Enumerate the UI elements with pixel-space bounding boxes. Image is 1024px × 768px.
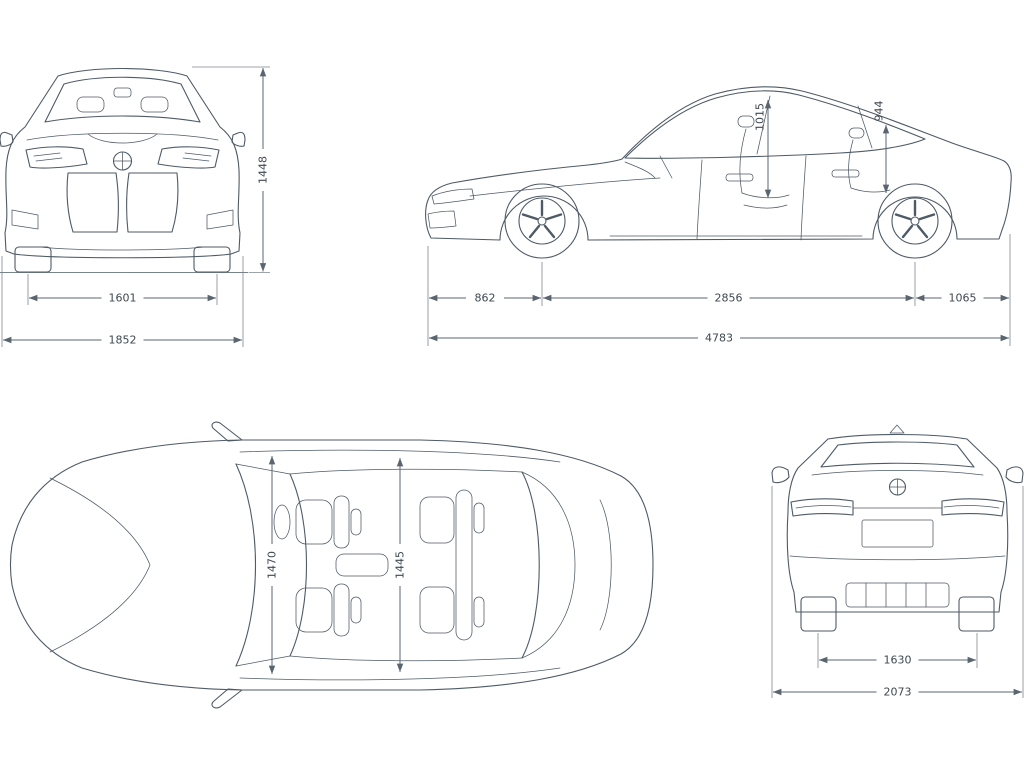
driver-seat (295, 495, 362, 549)
dashboard-line (624, 161, 656, 179)
rear-bench-seat (419, 489, 485, 641)
left-headlight-icon (25, 146, 88, 169)
rear-view: 1630 2073 (771, 424, 1024, 700)
antenna-fin-icon (889, 424, 905, 434)
rear-rim-spokes (894, 199, 936, 239)
steering-wheel-icon (273, 504, 291, 540)
front-view: 1448 1601 1852 (0, 66, 271, 348)
dim-rear-track: 1630 (817, 633, 978, 668)
dim-overall-length: 4783 (428, 330, 1010, 346)
rear-brand-roundel-icon (888, 478, 907, 496)
passenger-seat (295, 583, 362, 637)
front-right-headrest (140, 96, 169, 113)
dim-label-rear-overhang: 1065 (949, 292, 977, 305)
front-windshield (44, 76, 201, 123)
rear-window-outer-arc (521, 471, 576, 659)
dim-label-wheelbase: 2856 (715, 292, 743, 305)
front-body-outline (4, 67, 241, 259)
lower-bumper-line (39, 246, 206, 251)
rear-body-outline (786, 433, 1009, 613)
rear-wheel-right (958, 596, 995, 632)
side-character-line (469, 177, 661, 197)
right-headlight-detail (182, 152, 212, 162)
bumper-intake-left (11, 209, 39, 230)
dim-label-track-width: 1601 (109, 292, 137, 305)
rear-mirror-left-icon (771, 466, 790, 484)
dim-label-overall-length: 4783 (705, 332, 733, 345)
dim-overall-width: 1852 (1, 256, 244, 348)
dim-front-overhang: 862 (428, 290, 542, 306)
rearview-mirror (113, 87, 132, 98)
side-mirror-left-icon (0, 131, 14, 147)
side-mirror-right-icon (231, 131, 246, 147)
dim-wheelbase: 2856 (542, 290, 915, 306)
a-pillar-lines (235, 463, 291, 667)
front-door-handle (725, 173, 754, 182)
side-headlight-icon (431, 188, 475, 205)
top-mirror-lower-icon (211, 688, 243, 709)
rear-wheel-left (800, 596, 837, 632)
bumper-intake-right (206, 209, 234, 230)
trunk-arc (599, 499, 612, 631)
front-rim-spokes (521, 199, 563, 239)
roof-rear-arc (521, 471, 540, 659)
top-body-outline (9, 439, 654, 691)
side-body-outline (425, 86, 1012, 241)
rear-seat (848, 127, 891, 193)
dim-label-rear-interior-width: 1445 (394, 551, 407, 579)
rear-window (820, 441, 975, 468)
brand-roundel-icon (112, 151, 133, 171)
dim-label-rear-track: 1630 (884, 654, 912, 667)
quarter-window-line (857, 105, 873, 149)
dim-label-front-overhang: 862 (475, 292, 496, 305)
side-front-wheel (504, 183, 580, 259)
windshield-base-arc (235, 463, 256, 667)
rear-door-handle (831, 169, 860, 178)
hood-crease-top (49, 477, 151, 653)
dim-label-overall-height: 1448 (257, 156, 270, 184)
hood-center-lines (87, 133, 158, 144)
dim-label-overall-width-mirrors: 2073 (884, 686, 912, 699)
taillight-right-icon (941, 498, 1005, 517)
side-view: 1015 944 862 2856 1065 (425, 86, 1012, 346)
dim-track-width: 1601 (27, 274, 218, 306)
shoulder-lines (239, 449, 561, 681)
kidney-grille-right (126, 172, 179, 233)
steering-column-line (659, 155, 673, 179)
left-headlight-detail (33, 152, 63, 162)
side-rear-wheel (877, 183, 953, 259)
top-view: 1470 1445 (9, 421, 654, 709)
front-door-line (696, 159, 703, 240)
front-air-intake (427, 210, 457, 229)
dim-label-front-headroom: 1015 (754, 103, 767, 131)
dim-label-rear-headroom: 944 (873, 101, 886, 122)
hood-crease (26, 132, 219, 141)
taillight-left-icon (790, 498, 854, 517)
center-console (335, 553, 389, 577)
rear-mirror-right-icon (1005, 466, 1024, 484)
right-headlight-icon (157, 146, 220, 169)
kidney-grille-left (66, 172, 119, 233)
trunk-spoiler-line (811, 470, 984, 476)
dim-rear-overhang: 1065 (915, 290, 1010, 306)
front-wheel-right (193, 246, 231, 273)
dim-front-interior-width: 1470 (264, 455, 280, 675)
roof-front-arc (289, 473, 308, 657)
front-wheel-left (14, 246, 52, 273)
license-plate (861, 519, 934, 548)
dim-overall-width-mirrors: 2073 (771, 486, 1024, 700)
rear-door-line (800, 155, 807, 241)
dim-label-overall-width: 1852 (109, 334, 137, 347)
dim-rear-headroom: 944 (873, 101, 890, 194)
dim-front-headroom: 1015 (754, 99, 772, 199)
front-left-headrest (76, 96, 105, 113)
dim-rear-interior-width: 1445 (392, 457, 408, 673)
dim-overall-height: 1448 (192, 66, 271, 273)
taillight-inner-lines (795, 505, 1000, 509)
bumper-line (789, 555, 1006, 561)
top-mirror-upper-icon (211, 421, 243, 442)
diffuser (845, 582, 950, 608)
dim-label-front-interior-width: 1470 (266, 551, 279, 579)
